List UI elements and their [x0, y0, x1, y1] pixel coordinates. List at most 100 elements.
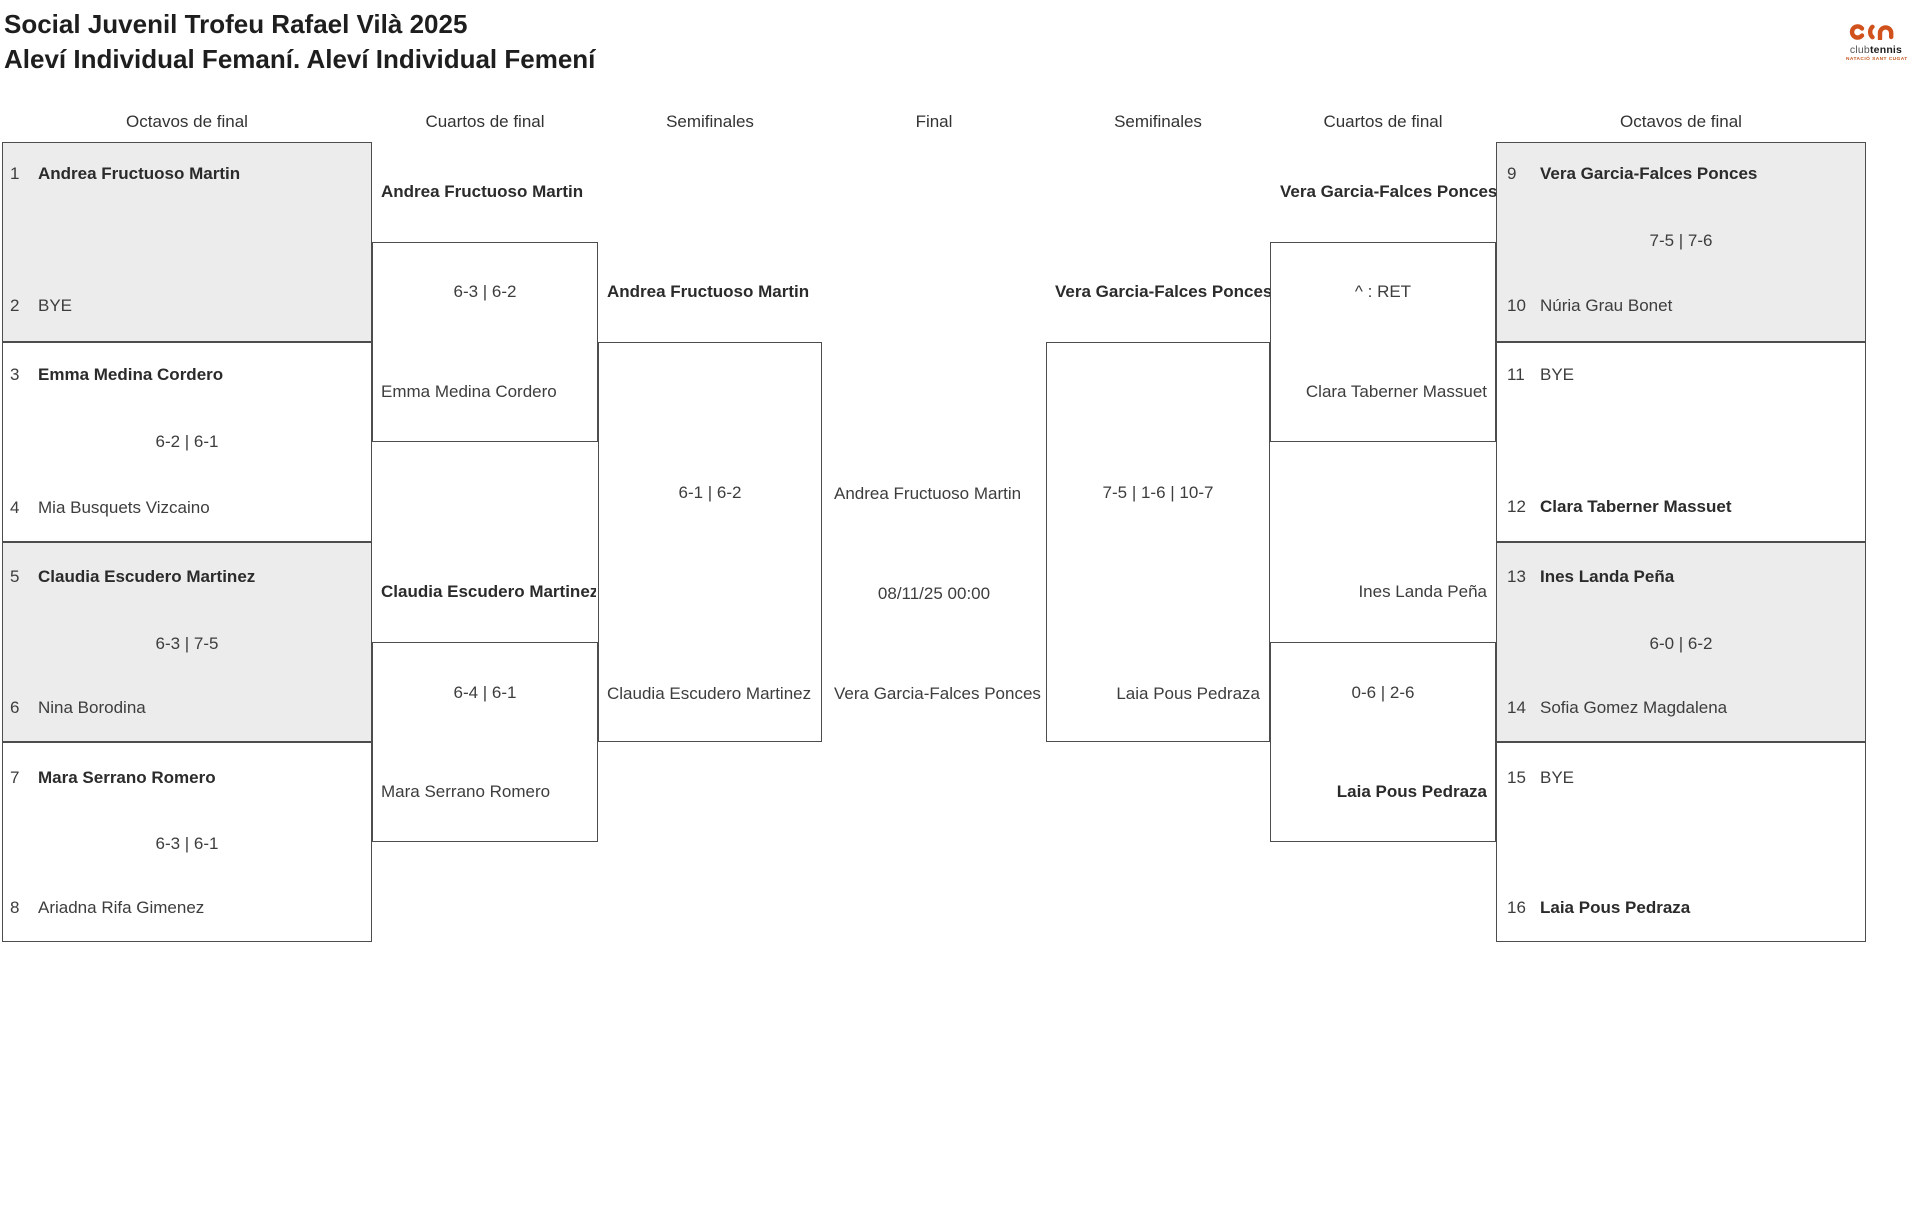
- finalist-name: Vera Garcia-Falces Ponces: [834, 684, 1041, 703]
- player-name: BYE: [1540, 768, 1575, 787]
- club-logo: clubtennis NATACIÓ SANT CUGAT: [1846, 24, 1908, 62]
- player-entry: 7 Mara Serrano Romero: [10, 767, 362, 789]
- match-box-o7: [1496, 542, 1866, 742]
- loser-label: Laia Pous Pedraza: [1116, 684, 1260, 703]
- round-header-octavos-right: Octavos de final: [1620, 112, 1742, 131]
- match-box-q3: [1270, 242, 1496, 442]
- player-entry: 10 Núria Grau Bonet: [1507, 295, 1859, 317]
- round-header-octavos-left: Octavos de final: [126, 112, 248, 131]
- player-name: Ines Landa Peña: [1540, 567, 1675, 586]
- player-name: Nina Borodina: [38, 698, 146, 717]
- loser-label: Ines Landa Peña: [1358, 582, 1487, 601]
- seed-number: 12: [1507, 497, 1526, 516]
- player-name: Emma Medina Cordero: [38, 365, 224, 384]
- match-box-s2: [1046, 342, 1270, 742]
- player-entry: 14 Sofia Gomez Magdalena: [1507, 697, 1859, 719]
- seed-number: 8: [10, 898, 20, 917]
- seed-number: 5: [10, 567, 20, 586]
- match-score: 6-0 | 6-2: [1649, 634, 1713, 653]
- category-subtitle: Aleví Individual Femaní. Aleví Individua…: [4, 44, 596, 74]
- match-box-o3: [2, 542, 372, 742]
- match-score: 6-3 | 6-2: [453, 282, 517, 301]
- finalist-name: Andrea Fructuoso Martin: [834, 484, 1022, 503]
- final-datetime: 08/11/25 00:00: [877, 584, 991, 603]
- match-score: 6-4 | 6-1: [453, 683, 517, 702]
- match-box-q2: [372, 642, 598, 842]
- player-entry: 9 Vera Garcia-Falces Ponces: [1507, 163, 1859, 185]
- winner-label: Andrea Fructuoso Martin: [607, 282, 810, 301]
- player-name: Vera Garcia-Falces Ponces: [1540, 164, 1758, 183]
- seed-number: 1: [10, 164, 20, 183]
- match-score: 6-3 | 7-5: [155, 634, 219, 653]
- player-name: Sofia Gomez Magdalena: [1540, 698, 1728, 717]
- player-entry: 8 Ariadna Rifa Gimenez: [10, 897, 362, 919]
- match-score: 6-3 | 6-1: [155, 834, 219, 853]
- logo-wordmark: clubtennis: [1846, 45, 1906, 56]
- seed-number: 6: [10, 698, 20, 717]
- match-score: 0-6 | 2-6: [1351, 683, 1415, 702]
- player-entry: 6 Nina Borodina: [10, 697, 362, 719]
- match-box-o8: [1496, 742, 1866, 942]
- player-name: Mara Serrano Romero: [38, 768, 216, 787]
- loser-label: Claudia Escudero Martinez: [607, 684, 812, 703]
- player-name: Núria Grau Bonet: [1540, 296, 1673, 315]
- seed-number: 3: [10, 365, 20, 384]
- match-box-o5: [1496, 142, 1866, 342]
- seed-number: 4: [10, 498, 20, 517]
- round-header-final: Final: [915, 112, 953, 131]
- seed-number: 13: [1507, 567, 1526, 586]
- seed-number: 7: [10, 768, 20, 787]
- player-entry: 11 BYE: [1507, 364, 1859, 386]
- loser-label: Clara Taberner Massuet: [1305, 382, 1487, 401]
- match-box-q4: [1270, 642, 1496, 842]
- player-entry: 1 Andrea Fructuoso Martin: [10, 163, 362, 185]
- match-score: 6-2 | 6-1: [155, 432, 219, 451]
- player-entry: 3 Emma Medina Cordero: [10, 364, 362, 386]
- round-header-cuartos-right: Cuartos de final: [1323, 112, 1443, 131]
- match-score: 7-5 | 7-6: [1649, 231, 1713, 250]
- match-box-q1: [372, 242, 598, 442]
- player-entry: 15 BYE: [1507, 767, 1859, 789]
- seed-number: 16: [1507, 898, 1526, 917]
- loser-label: Emma Medina Cordero: [381, 382, 557, 401]
- logo-tagline: NATACIÓ SANT CUGAT: [1846, 56, 1908, 62]
- round-header-semis-right: Semifinales: [1114, 112, 1202, 131]
- round-header-cuartos-left: Cuartos de final: [425, 112, 545, 131]
- player-entry: 13 Ines Landa Peña: [1507, 566, 1859, 588]
- match-box-o1: [2, 142, 372, 342]
- winner-label: Andrea Fructuoso Martin: [381, 182, 584, 201]
- logo-club-text: club: [1849, 44, 1870, 56]
- winner-label: Laia Pous Pedraza: [1336, 782, 1487, 801]
- winner-label: Vera Garcia-Falces Ponces: [1055, 282, 1270, 301]
- player-name: Laia Pous Pedraza: [1540, 898, 1691, 917]
- match-box-o6: [1496, 342, 1866, 542]
- logo-tennis-text: tennis: [1869, 44, 1903, 56]
- round-header-semis-left: Semifinales: [666, 112, 754, 131]
- tournament-title: Social Juvenil Trofeu Rafael Vilà 2025: [4, 9, 468, 39]
- match-box-o4: [2, 742, 372, 942]
- winner-label: Vera Garcia-Falces Ponces: [1280, 182, 1496, 201]
- player-name: Andrea Fructuoso Martin: [38, 164, 241, 183]
- match-box-s1: [598, 342, 822, 742]
- player-name: Claudia Escudero Martinez: [38, 567, 256, 586]
- winner-label: Claudia Escudero Martinez: [381, 582, 596, 601]
- player-name: BYE: [1540, 365, 1575, 384]
- seed-number: 2: [10, 296, 20, 315]
- seed-number: 15: [1507, 768, 1526, 787]
- seed-number: 9: [1507, 164, 1517, 183]
- logo-mark-icon: [1849, 24, 1894, 42]
- seed-number: 11: [1507, 365, 1525, 384]
- player-name: BYE: [38, 296, 73, 315]
- player-name: Ariadna Rifa Gimenez: [38, 898, 205, 917]
- match-score: 6-1 | 6-2: [678, 483, 742, 502]
- match-box-o2: [2, 342, 372, 542]
- seed-number: 10: [1507, 296, 1526, 315]
- match-score: ^ : RET: [1354, 282, 1412, 301]
- player-entry: 2 BYE: [10, 295, 362, 317]
- match-score: 7-5 | 1-6 | 10-7: [1102, 483, 1214, 502]
- seed-number: 14: [1507, 698, 1526, 717]
- player-entry: 16 Laia Pous Pedraza: [1507, 897, 1859, 919]
